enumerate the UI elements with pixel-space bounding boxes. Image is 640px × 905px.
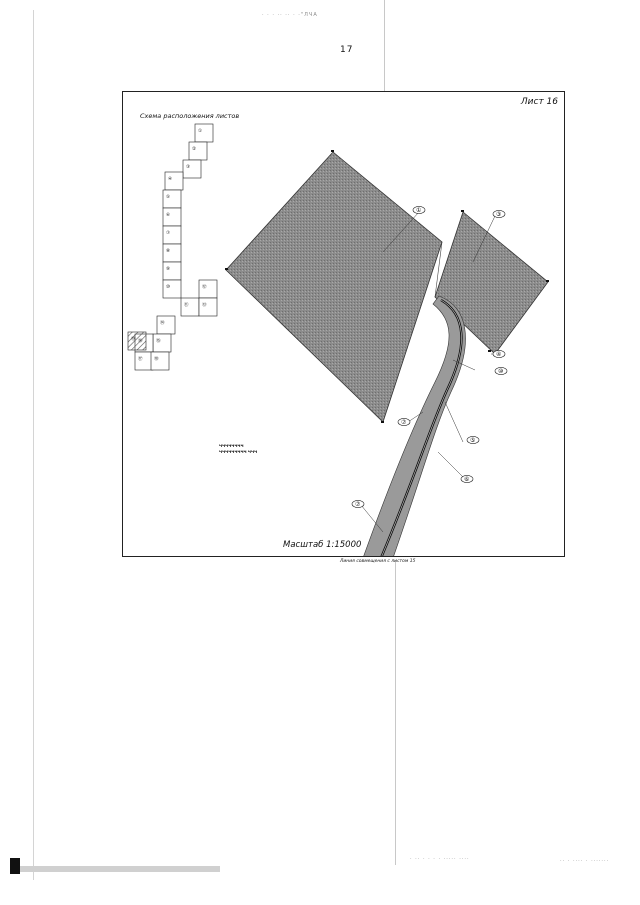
callout-6: ⑥: [460, 475, 474, 483]
scheme-num-13: ⑬: [202, 301, 207, 308]
scheme-num-16: ⑯: [138, 337, 143, 344]
parcel-overlap-edge: [434, 241, 443, 298]
scheme-num-17: ⑰: [138, 355, 143, 362]
scheme-num-4: ④: [168, 176, 172, 182]
scheme-num-5: ⑤: [166, 194, 170, 200]
bottom-scan-block: [10, 858, 20, 874]
scheme-num-12: ⑫: [202, 283, 207, 290]
callout-4-label: ④: [496, 351, 501, 358]
callout-7b: ⑦: [351, 500, 365, 508]
scheme-title: Схема расположения листов: [140, 112, 240, 120]
scheme-num-3: ③: [186, 164, 190, 170]
callout-5: ⑤: [466, 436, 480, 444]
scheme-num-2: ②: [192, 146, 196, 152]
map-drawing: ① ③ ④ ⑤ ⑥ ⑦ ⑦ ⑩: [127, 123, 549, 556]
scheme-num-8: ⑧: [166, 248, 170, 254]
road-corridor: [363, 295, 466, 556]
scheme-num-6: ⑥: [166, 212, 170, 218]
callout-3: ③: [492, 210, 506, 218]
scheme-num-9: ⑨: [166, 266, 170, 272]
scheme-num-14: ⑭: [160, 319, 165, 326]
callout-10-label: ⑩: [498, 368, 503, 375]
callout-3-label: ③: [496, 211, 501, 218]
callout-1: ①: [412, 206, 426, 214]
scheme-num-19: ⑲: [131, 335, 136, 342]
vertical-fold-line-top: [384, 0, 385, 91]
scale-label: Масштаб 1:15000: [283, 540, 362, 550]
small-note-1: ЧЧЧЧЧЧЧЧ: [219, 443, 244, 448]
scheme-num-10: ⑩: [166, 284, 170, 290]
left-margin-mark: [33, 10, 34, 880]
callout-5-label: ⑤: [470, 437, 475, 444]
vertical-fold-line-bottom: [395, 560, 396, 865]
sheet-scheme: [127, 123, 218, 371]
bottom-right-scan-noise: ·· · ···· · ·······: [560, 858, 610, 864]
scheme-num-7: ⑦: [166, 230, 170, 236]
road-centerline-inner: [381, 299, 462, 556]
scheme-num-15: ⑮: [156, 337, 161, 344]
scheme-num-18: ⑱: [154, 355, 159, 362]
callout-4: ④: [492, 350, 506, 358]
footer-scan-noise: · ·· · · · · ····· ····: [410, 856, 470, 862]
bottom-scan-bar: [10, 866, 220, 872]
callout-1-label: ①: [416, 207, 421, 214]
join-note: Линия совмещения с листом 15: [340, 559, 416, 564]
header-scan-noise: · · · ·· ·· · ·"ЛЧА: [262, 12, 318, 18]
callout-10: ⑩: [494, 367, 508, 375]
scheme-num-11: ⑪: [184, 301, 189, 308]
scheme-num-1: ①: [198, 128, 202, 134]
callout-7a-label: ⑦: [401, 419, 407, 426]
callout-7b-label: ⑦: [355, 501, 361, 508]
map-sheet: ① ③ ④ ⑤ ⑥ ⑦ ⑦ ⑩: [122, 91, 565, 557]
sheet-label: Лист 16: [520, 97, 558, 107]
parcel-large: [225, 151, 443, 423]
callout-7a: ⑦: [397, 418, 411, 426]
small-note-2: ЧЧЧЧЧЧЧЧЧ ЧЧЧ: [219, 449, 258, 454]
callout-6-label: ⑥: [464, 476, 469, 483]
page-number: 17: [340, 45, 354, 55]
